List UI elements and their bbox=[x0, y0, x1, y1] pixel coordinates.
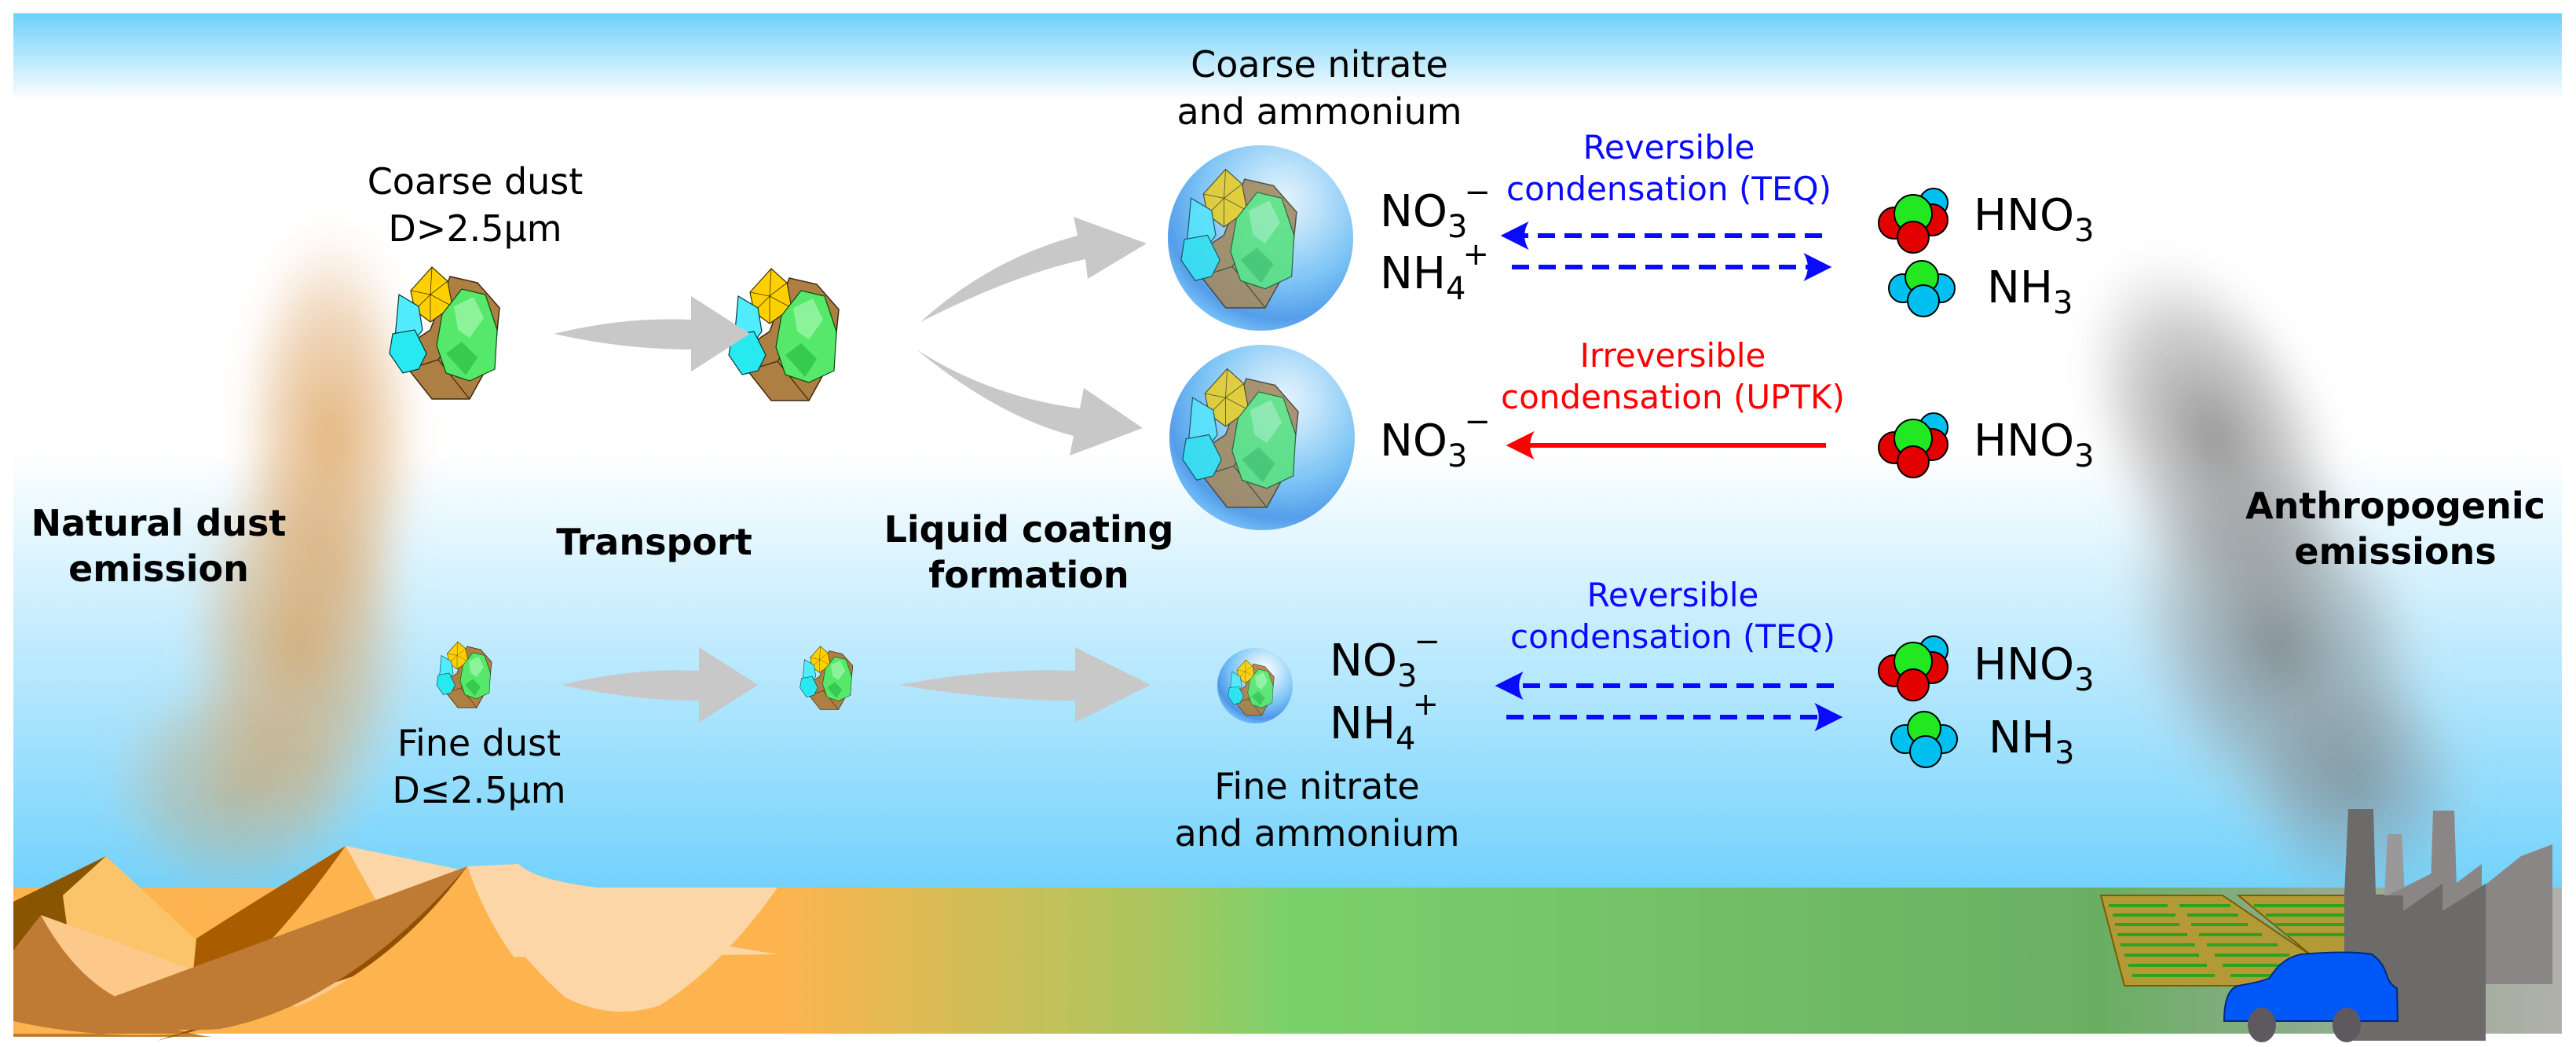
gas-hno3-upper: HNO3 bbox=[1878, 188, 2095, 254]
particle-label-line: Fine nitrate bbox=[1214, 765, 1419, 807]
process-label-line: condensation (TEQ) bbox=[1506, 170, 1831, 208]
particle-label-line: Coarse nitrate bbox=[1191, 43, 1448, 86]
process-reversible-coarse: Reversible condensation (TEQ) bbox=[1500, 128, 1832, 281]
natural-dust-plume bbox=[102, 220, 424, 903]
ions-fine: NO3− NH4+ bbox=[1330, 624, 1440, 757]
gas-nh3-upper: NH3 bbox=[1888, 260, 2073, 321]
stage-label-line: formation bbox=[928, 554, 1129, 596]
particle-label-line: Coarse dust bbox=[368, 160, 584, 203]
stage-label-line: Liquid coating bbox=[884, 508, 1174, 551]
label-transport: Transport bbox=[556, 521, 752, 563]
particle-label-line: Fine dust bbox=[397, 722, 561, 764]
anthropogenic-smoke-plume bbox=[2077, 247, 2482, 911]
nitrate-ion: NO3− bbox=[1380, 174, 1491, 245]
process-reversible-fine: Reversible condensation (TEQ) bbox=[1495, 576, 1843, 731]
car bbox=[2223, 951, 2399, 1042]
gas-hno3-middle: HNO3 bbox=[1878, 412, 2095, 478]
gas-nh3-lower: NH3 bbox=[1890, 711, 2074, 771]
ammonium-ion: NH4+ bbox=[1330, 686, 1439, 757]
stage-label-line: emissions bbox=[2294, 530, 2496, 573]
particle-label-line: and ammonium bbox=[1176, 90, 1462, 133]
stage-label-line: emission bbox=[68, 547, 249, 590]
label-coarse-dust: Coarse dust D>2.5μm bbox=[368, 160, 584, 250]
label-natural-dust-emission: Natural dust emission bbox=[31, 502, 287, 590]
process-label-line: condensation (UPTK) bbox=[1501, 378, 1845, 416]
particle-label-line: and ammonium bbox=[1174, 812, 1459, 855]
label-anthropogenic-emissions: Anthropogenic emissions bbox=[2245, 485, 2545, 573]
nh3-formula: NH3 bbox=[1987, 262, 2073, 321]
label-coarse-nitrate-ammonium: Coarse nitrate and ammonium bbox=[1176, 43, 1462, 133]
label-liquid-coating-formation: Liquid coating formation bbox=[884, 508, 1174, 596]
coating-arrow-coarse-upper bbox=[920, 217, 1147, 322]
nitrate-ion: NO3− bbox=[1330, 624, 1440, 694]
process-irreversible: Irreversible condensation (UPTK) bbox=[1501, 336, 1845, 459]
process-label-line: condensation (TEQ) bbox=[1510, 617, 1835, 656]
ions-coarse-reversible: NO3− NH4+ bbox=[1380, 174, 1491, 307]
coarse-droplet-irreversible bbox=[1169, 345, 1355, 530]
fine-droplet bbox=[1217, 648, 1293, 723]
label-fine-dust: Fine dust D≤2.5μm bbox=[392, 722, 565, 811]
sand-dunes bbox=[13, 846, 778, 1041]
stage-label-line: Natural dust bbox=[31, 502, 287, 544]
ammonium-ion: NH4+ bbox=[1380, 236, 1489, 307]
process-label-line: Reversible bbox=[1587, 576, 1759, 614]
nh3-formula: NH3 bbox=[1989, 712, 2074, 771]
hno3-formula: HNO3 bbox=[1974, 190, 2095, 249]
label-fine-nitrate-ammonium: Fine nitrate and ammonium bbox=[1174, 765, 1459, 855]
process-label-line: Irreversible bbox=[1580, 336, 1766, 375]
gas-hno3-lower: HNO3 bbox=[1878, 635, 2095, 701]
particle-label-line: D≤2.5μm bbox=[392, 769, 565, 811]
coating-arrow-coarse-lower bbox=[917, 350, 1143, 456]
stage-label-line: Anthropogenic bbox=[2245, 485, 2545, 527]
particle-label-line: D>2.5μm bbox=[388, 207, 562, 250]
hno3-formula: HNO3 bbox=[1974, 639, 2095, 698]
nitrate-ion-irreversible: NO3− bbox=[1380, 404, 1491, 474]
hno3-formula: HNO3 bbox=[1974, 416, 2095, 474]
process-label-line: Reversible bbox=[1583, 128, 1755, 167]
coarse-droplet-reversible bbox=[1168, 145, 1353, 331]
